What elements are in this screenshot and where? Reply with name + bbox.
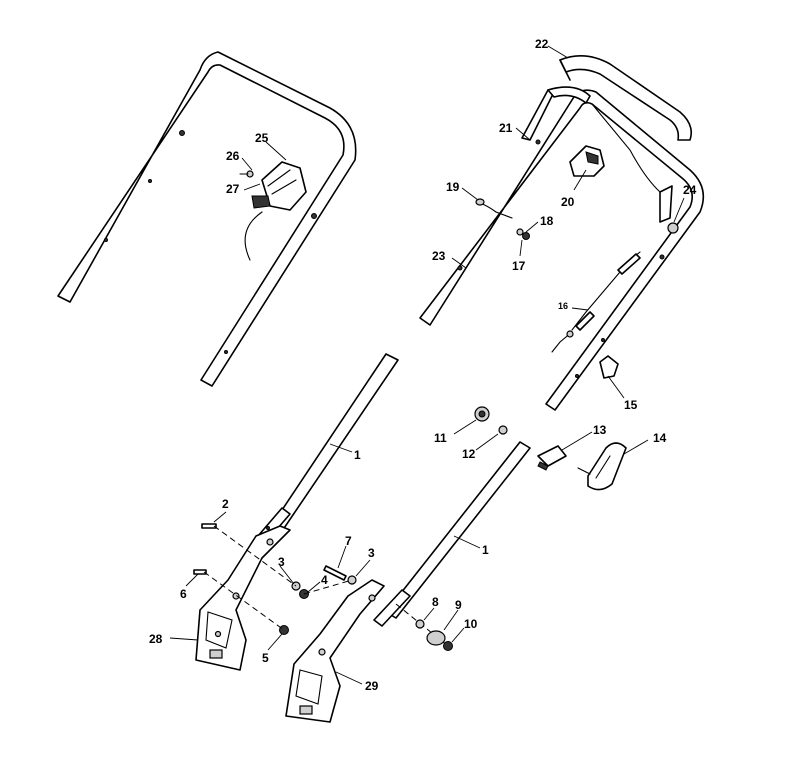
cable-tie: [475, 198, 513, 219]
lower-tube-left: [257, 353, 399, 543]
bail-wire: [591, 103, 679, 234]
right-upper-handle: [419, 86, 705, 411]
label-20: 20: [561, 195, 575, 209]
label-6: 6: [180, 587, 187, 601]
left-upper-handle: [57, 51, 357, 387]
label-19: 19: [446, 180, 460, 194]
label-4: 4: [321, 573, 328, 587]
label-18: 18: [540, 214, 554, 228]
lower-tube-right: [373, 441, 531, 627]
label-15: 15: [624, 398, 638, 412]
label-14: 14: [653, 431, 667, 445]
label-27: 27: [226, 182, 240, 196]
leader-lines: [169, 45, 685, 685]
fasteners-right: [395, 603, 453, 651]
label-3-right: 3: [368, 546, 375, 560]
label-26: 26: [226, 149, 240, 163]
label-8: 8: [432, 595, 439, 609]
label-23: 23: [432, 249, 446, 263]
quick-release-bracket: [537, 445, 567, 471]
clip: [599, 355, 619, 379]
bracket-left: [195, 525, 291, 671]
label-21: 21: [499, 121, 513, 135]
label-11: 11: [434, 431, 447, 445]
quick-release-lever: [577, 442, 627, 491]
label-12: 12: [462, 447, 476, 461]
label-7: 7: [345, 534, 352, 548]
cable-lever: [569, 145, 605, 177]
grip-bar: [559, 55, 693, 141]
cable-control-unit: [239, 161, 307, 261]
label-1-left: 1: [354, 448, 361, 462]
label-16: 16: [558, 301, 568, 311]
fasteners-left: [193, 523, 357, 635]
throttle-cable: [551, 251, 641, 353]
label-24: 24: [683, 183, 697, 197]
label-2: 2: [222, 497, 229, 511]
label-9: 9: [455, 598, 462, 612]
label-29: 29: [365, 679, 379, 693]
callout-labels: 25 26 27 22 21 19 18 17 20 24 23 16 15 1…: [149, 37, 697, 693]
label-3-left: 3: [278, 555, 285, 569]
small-nut: [516, 228, 530, 240]
knob: [474, 406, 508, 435]
label-5: 5: [262, 651, 269, 665]
label-25: 25: [255, 131, 269, 145]
label-28: 28: [149, 632, 163, 646]
assembly-lines-left: [203, 525, 353, 631]
bracket-right: [285, 579, 385, 723]
label-17: 17: [512, 259, 526, 273]
label-1-right: 1: [482, 543, 489, 557]
label-13: 13: [593, 423, 607, 437]
label-22: 22: [535, 37, 549, 51]
label-10: 10: [464, 617, 478, 631]
